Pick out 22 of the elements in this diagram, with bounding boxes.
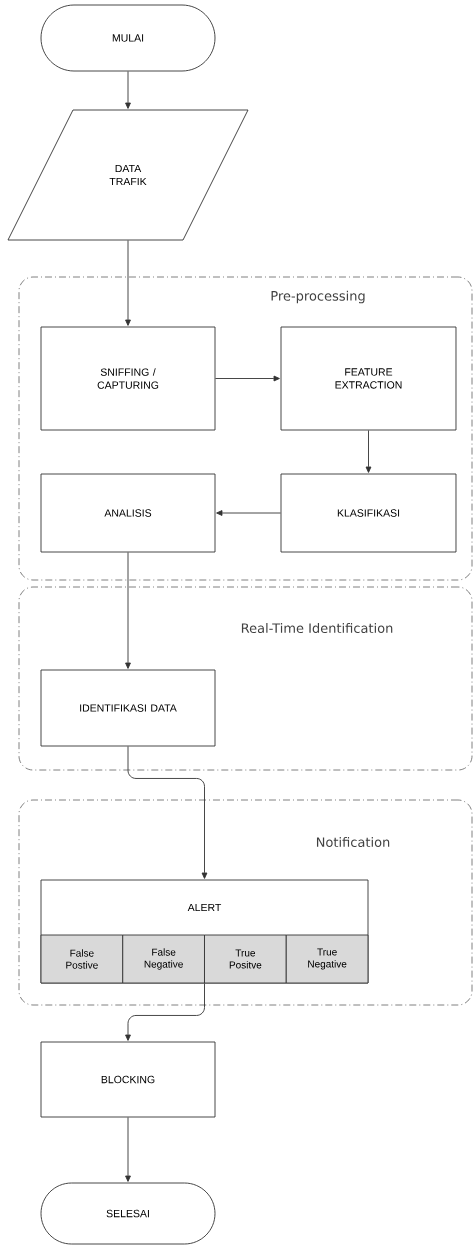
table-cell: True Positve bbox=[204, 934, 287, 984]
arrow bbox=[125, 71, 131, 109]
arrow bbox=[125, 983, 205, 1041]
process-box: KLASIFIKASI bbox=[280, 473, 457, 553]
terminator: SELESAI bbox=[40, 1182, 216, 1245]
arrow bbox=[125, 1117, 131, 1182]
table-cell: False Postive bbox=[40, 934, 124, 984]
process-box: ANALISIS bbox=[40, 473, 216, 553]
arrow bbox=[216, 510, 281, 516]
process-box: IDENTIFIKASI DATA bbox=[40, 669, 216, 747]
table-cell: False Negative bbox=[122, 934, 205, 984]
data-parallelogram: DATA TRAFIK bbox=[7, 109, 249, 241]
arrow bbox=[125, 240, 131, 326]
process-box: BLOCKING bbox=[40, 1041, 216, 1118]
terminator: MULAI bbox=[40, 4, 216, 72]
arrow bbox=[127, 746, 208, 879]
arrow bbox=[365, 430, 372, 473]
table-cell: True Negative bbox=[285, 934, 369, 984]
arrow bbox=[215, 375, 280, 382]
process-box: SNIFFING / CAPTURING bbox=[40, 326, 216, 431]
process-box: FEATURE EXTRACTION bbox=[280, 326, 457, 431]
arrow bbox=[125, 552, 131, 669]
